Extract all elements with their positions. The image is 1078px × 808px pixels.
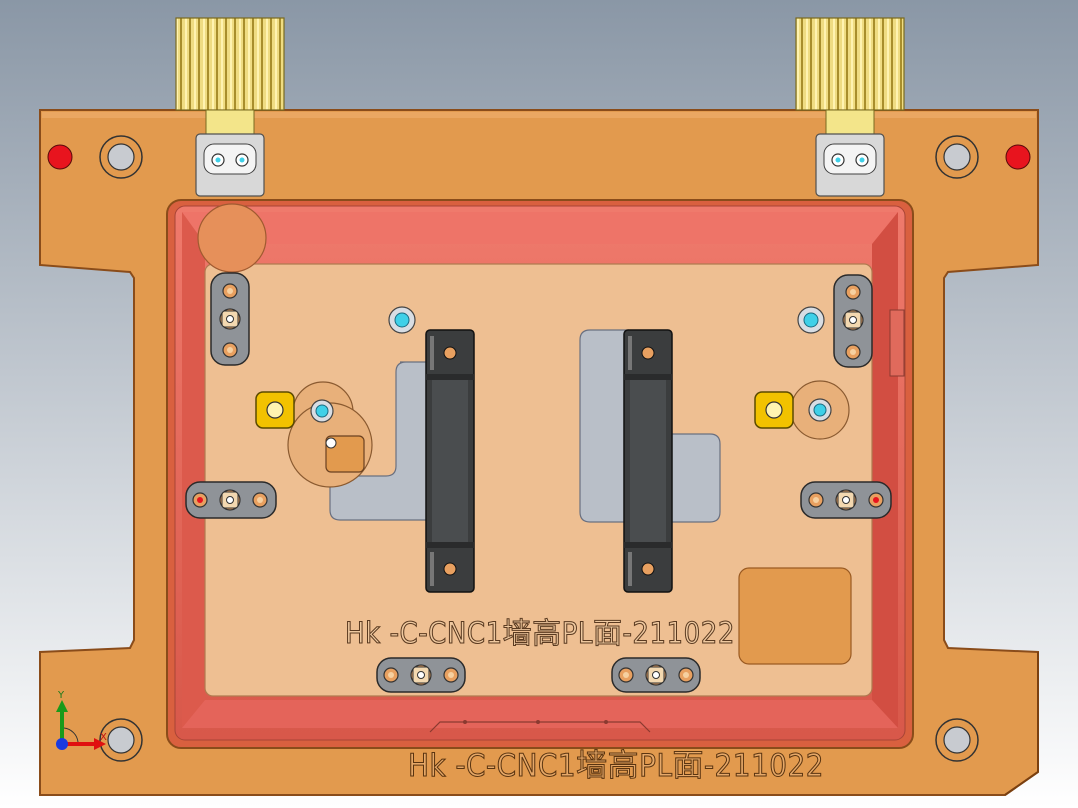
recess-right bbox=[579, 329, 721, 523]
mount-hole-bottom-right[interactable] bbox=[935, 718, 979, 762]
engraving-inner: Hk -C-CNC1墙高PL面-211022 bbox=[345, 616, 735, 650]
yellow-locator-left[interactable] bbox=[255, 391, 295, 429]
cyan-screw-1[interactable] bbox=[388, 306, 416, 334]
mount-hole-bottom-left[interactable] bbox=[99, 718, 143, 762]
slot-clamp-left-horizontal[interactable] bbox=[185, 481, 277, 519]
support-block-left[interactable] bbox=[425, 329, 475, 593]
engraving-outer: Hk -C-CNC1墙高PL面-211022 bbox=[408, 748, 824, 784]
support-block-right[interactable] bbox=[623, 329, 673, 593]
slot-clamp-bottom-right[interactable] bbox=[611, 657, 701, 693]
slot-clamp-right-horizontal[interactable] bbox=[800, 481, 892, 519]
slot-clamp-left-vertical[interactable] bbox=[210, 272, 250, 366]
mount-hole-top-right[interactable] bbox=[935, 135, 979, 179]
pocket-floor bbox=[204, 263, 873, 697]
coordinate-triad: Y X bbox=[56, 690, 107, 750]
corner-relief-circle bbox=[197, 203, 267, 273]
knurled-knob-left[interactable] bbox=[175, 17, 285, 197]
slot-clamp-bottom-left[interactable] bbox=[376, 657, 466, 693]
slot-clamp-right-vertical[interactable] bbox=[833, 274, 873, 368]
pocket[interactable] bbox=[166, 199, 914, 749]
cyan-screw-4[interactable] bbox=[808, 398, 832, 422]
triad-y-label: Y bbox=[57, 690, 65, 701]
mount-hole-top-left[interactable] bbox=[99, 135, 143, 179]
orange-pad bbox=[738, 567, 852, 665]
red-marker-right bbox=[1005, 144, 1031, 170]
triad-x-label: X bbox=[100, 732, 107, 743]
red-marker-left bbox=[47, 144, 73, 170]
cyan-screw-3[interactable] bbox=[797, 306, 825, 334]
yellow-locator-right[interactable] bbox=[754, 391, 794, 429]
knurled-knob-right[interactable] bbox=[795, 17, 905, 197]
cyan-screw-2[interactable] bbox=[310, 399, 334, 423]
eccentric-locator-left[interactable] bbox=[287, 381, 373, 488]
